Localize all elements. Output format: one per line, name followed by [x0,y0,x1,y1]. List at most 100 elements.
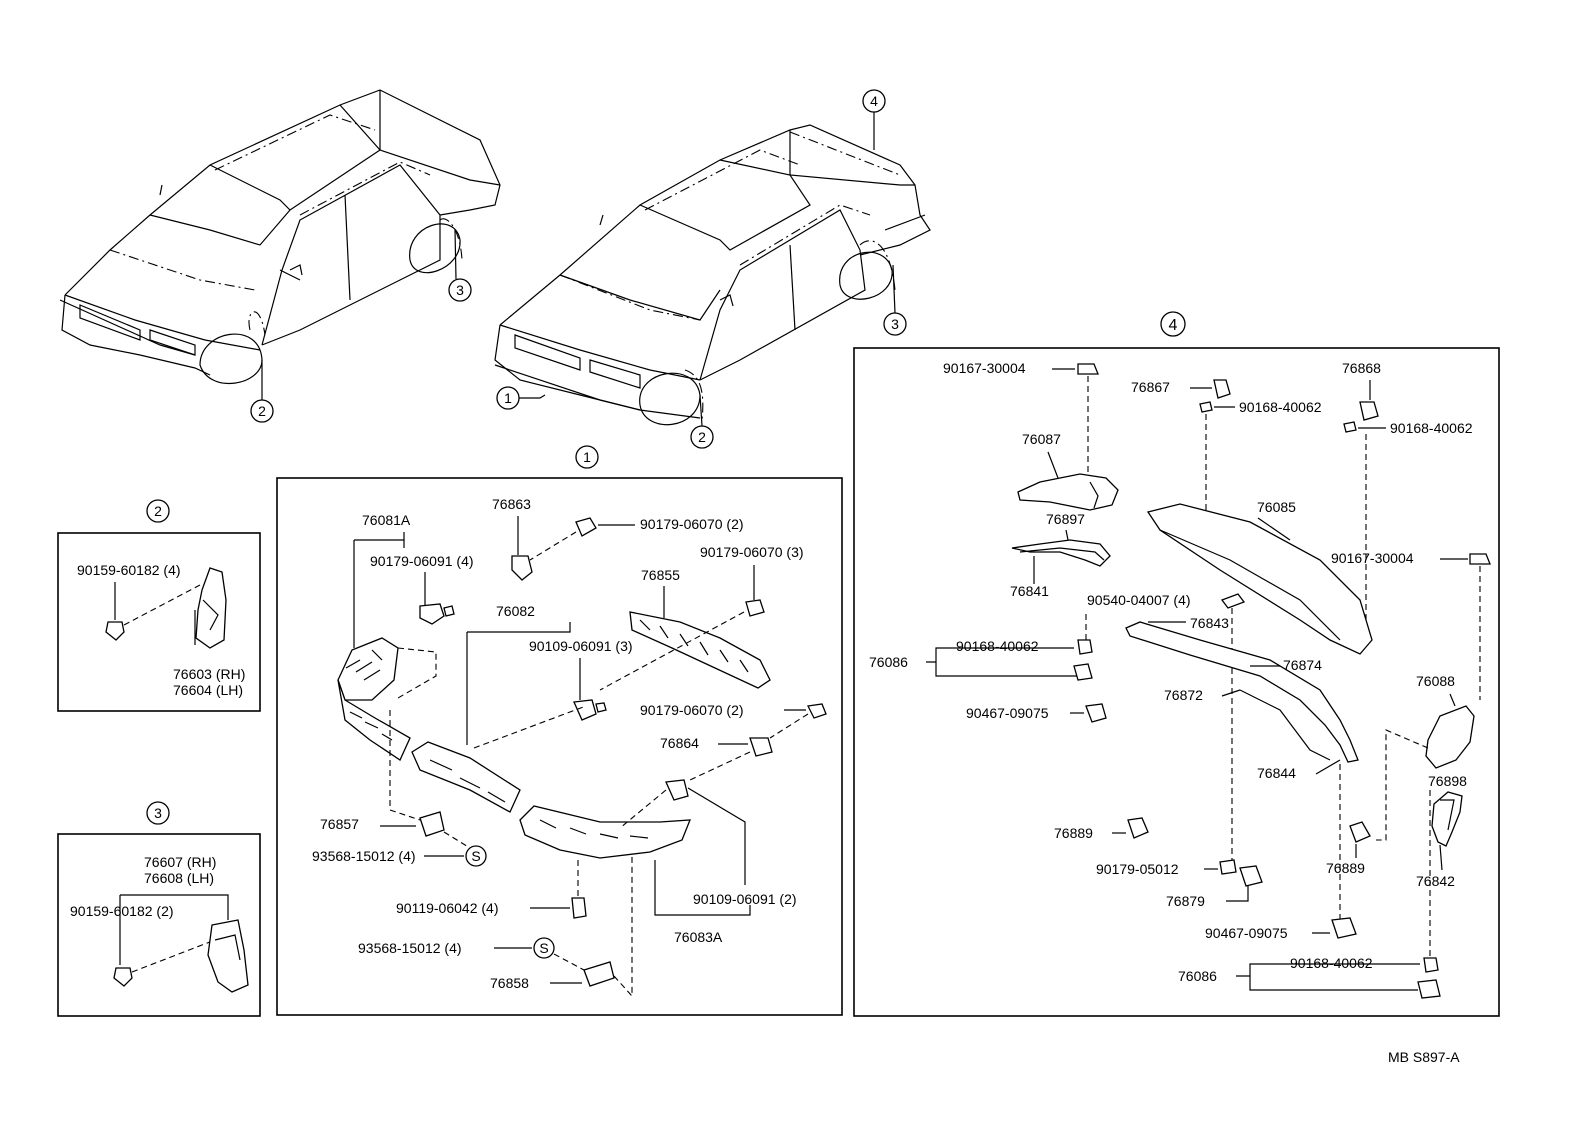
ref-circle-4-box [1160,311,1186,337]
label-90179-06091: 90179-06091 (4) [370,553,474,569]
mudguard-rear-icon [207,919,249,993]
label-76087: 76087 [1022,431,1061,447]
box-3-rear-mudguard: 3 76607 (RH) 76608 (LH) 90159-60182 (2) [57,801,261,1017]
ref-circle-2-box [146,499,170,523]
ref-label-3-box: 3 [154,805,162,821]
label-90109-06091-3: 90109-06091 (3) [529,638,633,654]
bolt-icon-2 [595,702,607,713]
box-1-front-spoiler: 1 76081A 90179-06091 (4) 76863 90179-060… [276,445,843,1016]
label-76086-b: 76086 [1178,968,1217,984]
clip-icon-r1 [1073,663,1093,681]
clip-icon-r7 [1417,979,1441,999]
label-76607: 76607 (RH) [144,854,216,870]
label-90167-30004-a: 90167-30004 [943,360,1026,376]
box-1-frame [276,477,843,1016]
nut-icon-r2 [1219,859,1237,875]
label-76897: 76897 [1046,511,1085,527]
seal-76843-icon [1125,621,1359,763]
spoiler-right-76083A-icon [519,805,691,859]
label-76889-a: 76889 [1054,825,1093,841]
ref-label-4-box: 4 [1169,317,1178,334]
clip-icon-r2 [1085,703,1107,723]
spoiler-left-end-icon [337,637,399,701]
label-90167-30004-b: 90167-30004 [1331,550,1414,566]
label-76889-b: 76889 [1326,860,1365,876]
ref-label-3-hatch: 3 [891,316,899,332]
screw-icon-2 [571,897,587,919]
label-76868: 76868 [1342,360,1381,376]
label-76843: 76843 [1190,615,1229,631]
bolt-icon-1 [573,699,597,721]
label-90168-40062-c: 90168-40062 [956,638,1039,654]
label-76841: 76841 [1010,583,1049,599]
clip-76857-icon [419,811,445,837]
label-76603: 76603 (RH) [173,666,245,682]
screw-icon-r5 [1077,639,1093,655]
label-76842: 76842 [1416,873,1455,889]
nut-icon-r1 [1220,593,1246,609]
label-90467-09075-a: 90467-09075 [966,705,1049,721]
screw-icon-r6 [1423,957,1439,973]
label-76857: 76857 [320,816,359,832]
label-76874: 76874 [1283,657,1322,673]
label-76085: 76085 [1257,499,1296,515]
screw-icon-r4 [1469,553,1491,565]
s-mark-icon-a [465,845,487,867]
label-90467-09075-b: 90467-09075 [1205,925,1288,941]
box-4-frame [853,347,1500,1017]
label-90179-05012: 90179-05012 [1096,861,1179,877]
screw-icon-r1 [1077,363,1099,375]
nut-icon-2 [745,599,765,617]
label-76879: 76879 [1166,893,1205,909]
ref-label-2-box: 2 [154,503,162,519]
label-76855: 76855 [641,567,680,583]
screw-icon-r3 [1343,421,1357,433]
ref-callouts: 4 3 2 3 1 2 [250,89,907,449]
label-90168-40062-b: 90168-40062 [1390,420,1473,436]
label-90179-06070-3: 90179-06070 (3) [700,544,804,560]
label-90119-06042: 90119-06042 (4) [396,900,498,916]
nut-icon-3 [807,703,827,719]
label-76608: 76608 (LH) [144,870,214,886]
label-76858: 76858 [490,975,529,991]
diagram-code: MB S897-A [1388,1049,1460,1065]
ref-label-2-hatch: 2 [698,429,706,445]
label-93568-15012-b: 93568-15012 (4) [358,940,462,956]
label-90159-60182-2: 90159-60182 (2) [70,903,174,919]
clip-76858-icon [583,961,615,987]
label-90540-04007: 90540-04007 (4) [1087,592,1191,608]
seal-76897-icon [1011,539,1111,567]
label-90168-40062-a: 90168-40062 [1239,399,1322,415]
nut-icon-1 [575,517,597,537]
box-2-front-mudguard: 2 90159-60182 (4) 76603 (RH) 76604 (LH) [57,499,261,712]
label-76863: 76863 [492,496,531,512]
clip-icon-r6 [1331,917,1357,939]
s-mark-b: S [539,940,548,956]
clip-icon-r4 [1349,821,1371,843]
ref-circle-3-sedan [448,278,472,302]
box-2-frame [57,532,261,712]
s-mark-icon-b [533,937,555,959]
bracket-76868-icon [1359,401,1379,421]
bracket-76867-icon [1213,379,1231,399]
label-90168-40062-d: 90168-40062 [1290,955,1373,971]
retainer-76855-icon [629,611,771,689]
ref-label-4-top: 4 [870,93,878,109]
bracket-76863-icon [511,555,533,581]
clip-icon-r3 [1127,817,1149,839]
seal-76898-icon [1431,791,1463,847]
screw-icon [105,621,125,641]
ref-circle-1-box [575,445,599,469]
label-90159-60182-4: 90159-60182 (4) [77,562,181,578]
label-76083A: 76083A [674,929,723,945]
bolt-icon-3 [665,779,689,801]
label-76864: 76864 [660,735,699,751]
label-76844: 76844 [1257,765,1296,781]
ref-circle-3-box [146,801,170,825]
screw-icon-rear [113,967,133,987]
label-76088: 76088 [1416,673,1455,689]
label-76604: 76604 (LH) [173,682,243,698]
screw-icon-r2 [1199,401,1213,413]
hatchback-illustration [494,124,931,426]
